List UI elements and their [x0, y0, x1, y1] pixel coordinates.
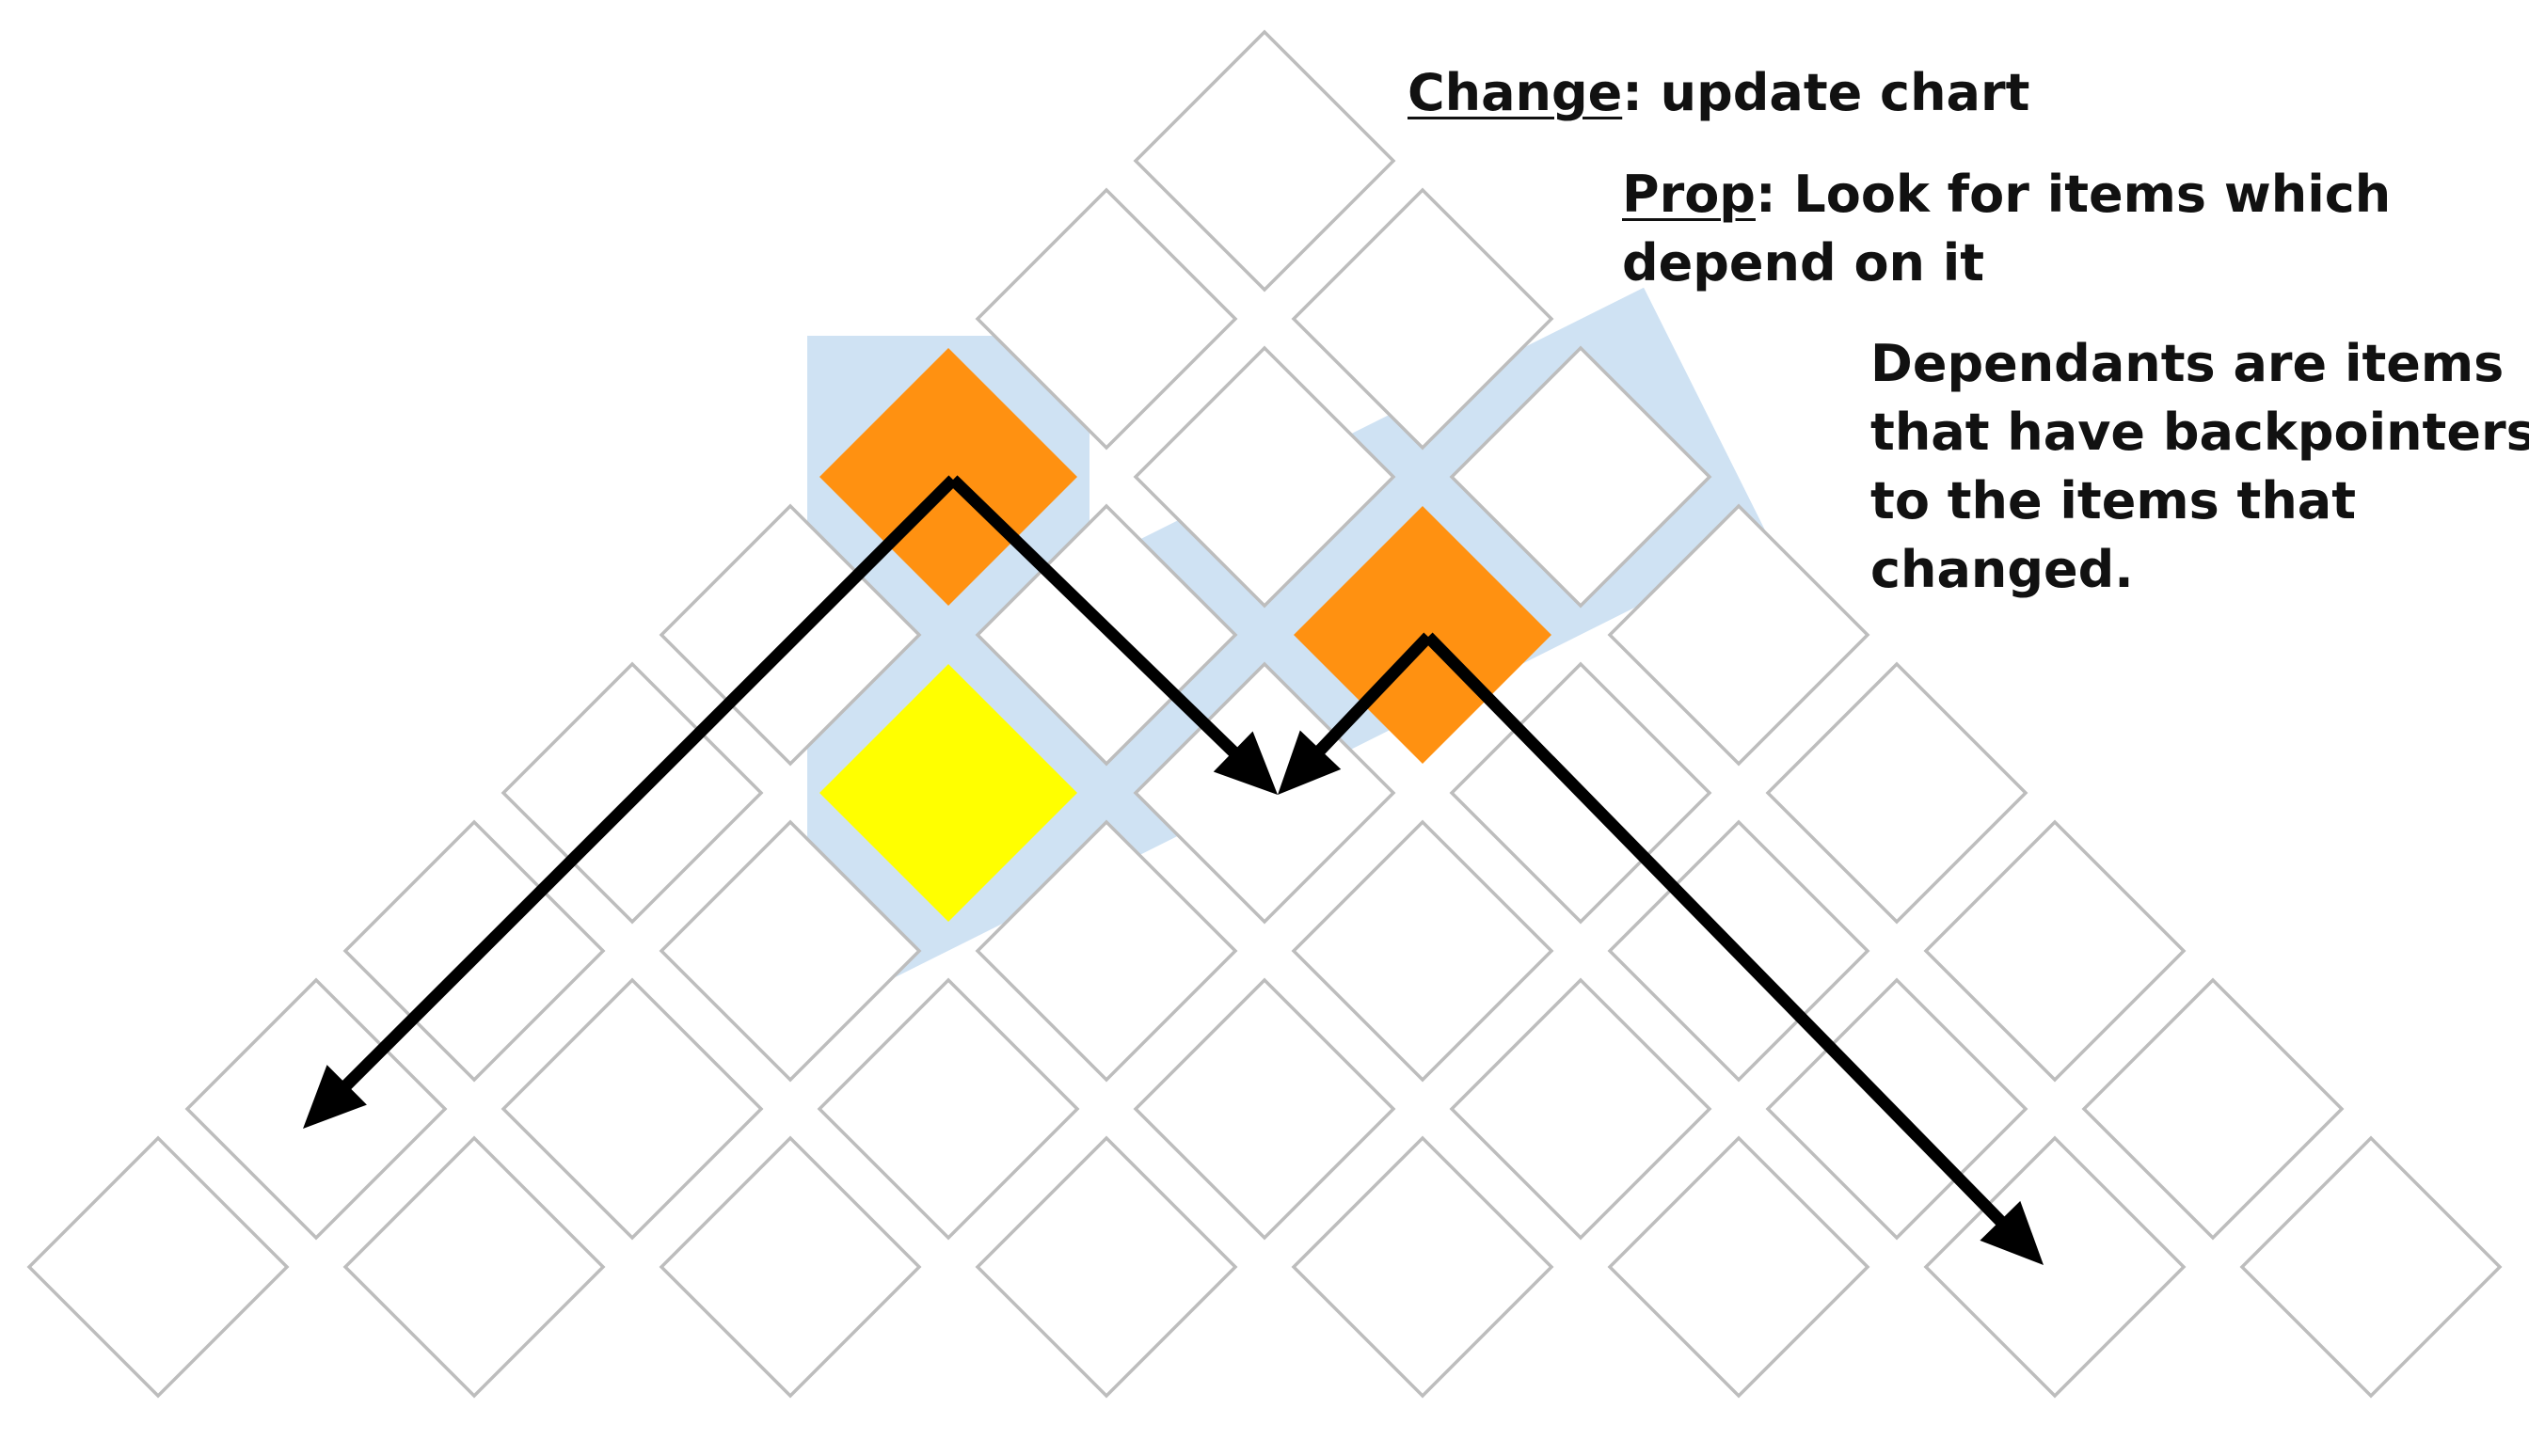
chart-cell: [1449, 977, 1712, 1241]
chart-cell: [1291, 819, 1554, 1083]
change-description: : update chart: [1622, 63, 2030, 122]
chart-cell: [342, 1135, 606, 1399]
chart-cell: [975, 1135, 1238, 1399]
dependants-line-1: Dependants are items: [1870, 334, 2505, 393]
chart-cell: [2239, 1135, 2503, 1399]
arrow-to-updated-item-left: [948, 475, 1278, 795]
chart-cell: [1607, 1135, 1870, 1399]
arrow-to-lower-left-head: [303, 1065, 367, 1129]
prop-line-2: depend on it: [1622, 233, 1985, 293]
chart-cell: [817, 977, 1080, 1241]
chart-cell: [1765, 661, 2028, 925]
arrow-to-lower-right: [1424, 632, 2044, 1265]
chart-cell: [1923, 819, 2187, 1083]
chart-cell: [1133, 977, 1396, 1241]
chart-cell: [975, 819, 1238, 1083]
chart-cell: [659, 1135, 922, 1399]
prop-line-1: Prop: Look for items which: [1622, 160, 2391, 229]
chart-cell: [1449, 345, 1712, 609]
dependants-line-2: that have backpointers: [1870, 403, 2529, 462]
arrow-to-lower-left: [303, 475, 958, 1129]
dependants-annotation: Dependants are items that have backpoint…: [1870, 329, 2529, 604]
dependants-line-3: to the items that: [1870, 471, 2357, 530]
chart-cell: [1607, 503, 1870, 767]
arrow-to-updated-item-right-head: [1278, 730, 1342, 795]
prop-description: : Look for items which: [1755, 165, 2392, 224]
chart-cell: [2081, 977, 2345, 1241]
change-annotation: Change: update chart: [1408, 58, 2029, 127]
chart-cell: [26, 1135, 290, 1399]
dependants-line-4: changed.: [1870, 540, 2134, 599]
chart-cell: [1133, 345, 1396, 609]
chart-cell: [501, 977, 764, 1241]
prop-annotation: Prop: Look for items which depend on it: [1622, 160, 2391, 297]
chart-cell: [659, 819, 922, 1083]
chart-cell: [1133, 29, 1396, 293]
arrow-to-updated-item-right: [1278, 632, 1433, 795]
prop-label: Prop: [1622, 165, 1756, 224]
propagation-arrows: [303, 475, 2044, 1265]
arrow-to-lower-right-head: [1980, 1200, 2044, 1265]
arrow-to-updated-item-left-head: [1213, 731, 1278, 795]
change-label: Change: [1408, 63, 1623, 122]
chart-cell: [975, 187, 1238, 451]
chart-cell: [1133, 661, 1396, 925]
chart-cell: [1291, 1135, 1554, 1399]
chart-cell: [1291, 187, 1554, 451]
updated-item-cell: [819, 664, 1077, 922]
